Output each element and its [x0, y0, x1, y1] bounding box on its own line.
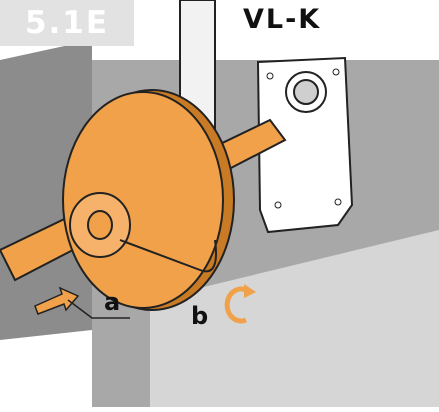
spring-clip — [119, 239, 217, 273]
bolt-hole-4 — [334, 198, 342, 206]
step-label: 5.1E — [0, 0, 134, 46]
model-label: VL-K — [243, 4, 322, 35]
bearing-inner — [293, 79, 319, 105]
leader-a — [67, 299, 130, 319]
callout-b: b — [191, 302, 209, 330]
rotate-arrow-icon — [224, 286, 247, 324]
rotate-arrowhead — [244, 284, 256, 298]
callout-a: a — [104, 288, 121, 316]
bolt-hole-1 — [266, 72, 274, 80]
bolt-hole-3 — [274, 201, 282, 209]
bolt-hole-2 — [332, 68, 340, 76]
floor-shape-light — [150, 230, 439, 407]
hub-bore — [87, 210, 113, 240]
bracket-plate — [256, 56, 354, 234]
